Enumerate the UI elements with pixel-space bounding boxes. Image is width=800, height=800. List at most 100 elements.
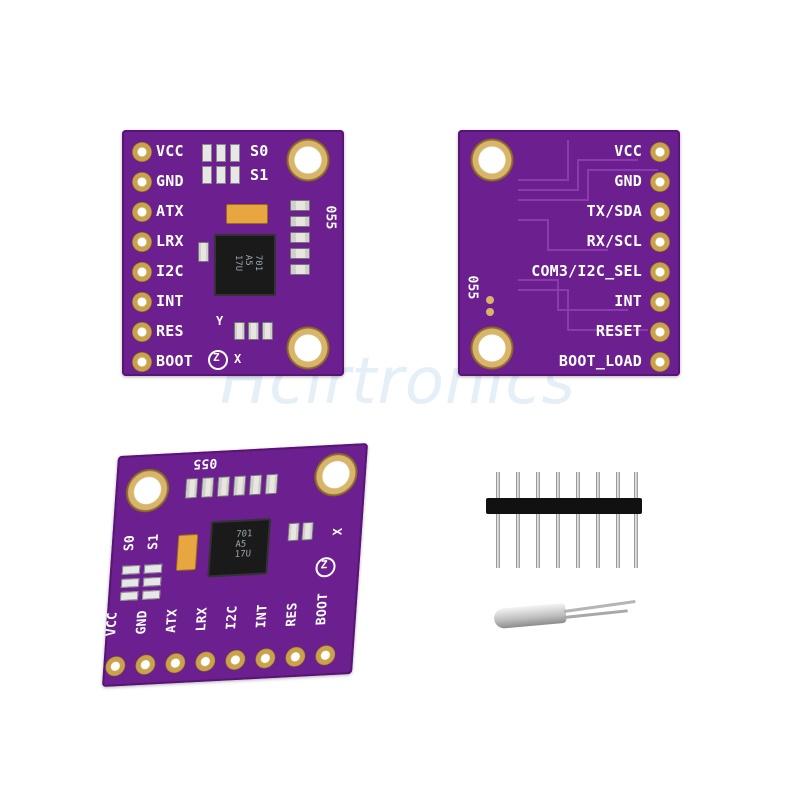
jumper-label-s1: S1 [250,166,269,184]
axis-label-x: X [234,352,242,366]
pin-label: GND [134,609,151,635]
pin-label: TX/SDA [586,202,642,220]
smd-resistor [184,477,199,499]
pad-gnd [132,172,152,192]
smd-resistor [248,474,263,496]
mounting-hole [123,467,172,514]
jumper-label-s1: S1 [145,533,163,551]
pin-label: VCC [156,142,184,160]
pin-label: RESET [595,322,642,340]
pad-i2c [224,649,247,671]
smd-resistor [290,264,310,275]
pin-label: LRX [194,606,211,632]
header-pin [516,472,520,568]
mounting-hole [470,138,514,182]
pin-label: ATX [164,608,181,634]
pin-label: VCC [614,142,642,160]
pin-label: INT [614,292,642,310]
smd-resistor [198,242,209,262]
pad-vcc [104,655,127,677]
via [486,296,494,304]
tantalum-capacitor [226,204,268,224]
tantalum-capacitor [175,533,199,572]
smd-resistor [232,475,247,497]
jumper-label-s0: S0 [250,142,269,160]
pcb-traces [518,140,658,331]
pad-vcc [132,142,152,162]
board-angled: 055 701 A5 17U S0 S1 Z X VCC GND ATX LRX… [101,443,369,687]
pin-label: GND [156,172,184,190]
board-back: VCC GND TX/SDA RX/SCL COM3/I2C_SEL INT R… [458,130,680,376]
pin-label: I2C [224,605,241,631]
pin-label: ATX [156,202,184,220]
board-code: 055 [192,454,218,472]
header-pin [634,472,638,568]
pad-atx [132,202,152,222]
pin-label: INT [254,603,271,629]
via [486,308,494,316]
jumper-pads [119,563,167,606]
pad-boot [314,644,337,666]
pad-reset [650,322,670,342]
pad-int [254,647,277,669]
axis-label-y: Y [216,314,224,328]
chip-marking: 701 A5 17U [233,254,264,272]
pad-atx [164,652,187,674]
mounting-hole [312,451,360,498]
axis-label-x: X [330,527,345,536]
axis-label-z: Z [320,558,328,572]
board-front: VCC GND ATX LRX I2C INT RES BOOT S0 S1 0… [122,130,344,376]
smd-resistor [301,521,314,541]
pad-boot [132,352,152,372]
chip-marking: 701 A5 17U [234,529,253,561]
smd-resistor [262,322,273,340]
jumper-label-s0: S0 [121,534,139,552]
pin-label: RES [284,602,301,627]
pad-res [132,322,152,342]
pin-label: COM3/I2C_SEL [531,262,642,280]
smd-resistor [264,473,279,495]
pad-gnd [650,172,670,192]
smd-resistor [290,232,310,243]
sensor-chip [214,234,276,296]
pin-label: BOOT_LOAD [558,352,642,370]
header-pin [576,472,580,568]
pad-com3 [650,262,670,282]
header-pin [596,472,600,568]
smd-resistor [290,200,310,211]
axis-label-z: Z [213,351,220,364]
smd-resistor [200,477,215,498]
jumper-pads [202,142,242,186]
smd-resistor [287,522,300,542]
pin-label: I2C [156,262,184,280]
pad-lrx [132,232,152,252]
smd-resistor [234,322,245,340]
pin-header [486,472,642,572]
mounting-hole [286,138,330,182]
pad-vcc [650,142,670,162]
mounting-hole [470,326,514,370]
board-code: 055 [322,205,338,230]
pad-gnd [134,654,157,676]
pad-int [132,292,152,312]
axis-z-icon [208,350,228,370]
smd-resistor [290,248,310,259]
header-pin [496,472,500,568]
pin-label: BOOT [314,592,332,626]
pin-label: RX/SCL [586,232,642,250]
pin-label: RES [156,322,184,340]
pad-lrx [194,650,217,673]
pad-i2c [132,262,152,282]
pad-res [284,646,307,668]
board-code: 055 [464,275,480,300]
header-pin [536,472,540,568]
header-plastic-bar [486,498,642,514]
crystal-oscillator [493,599,644,630]
pin-label: VCC [104,611,121,637]
pad-boot-load [650,352,670,372]
smd-resistor [216,476,231,497]
smd-resistor [248,322,259,340]
pin-label: BOOT [156,352,193,370]
smd-resistor [290,216,310,227]
pad-int [650,292,670,312]
